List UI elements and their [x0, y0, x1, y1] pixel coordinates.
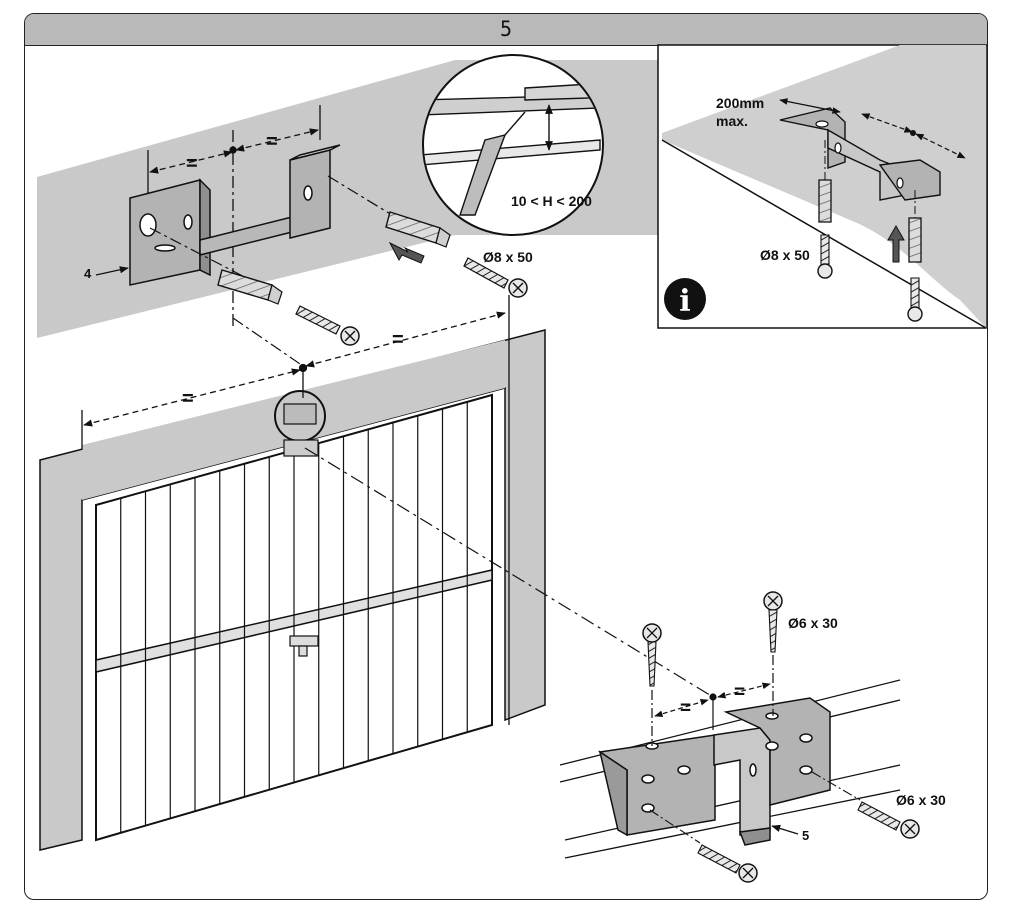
dimension-lines-bracket	[651, 655, 774, 746]
insertion-arrow	[388, 241, 425, 264]
bracket-position-highlight	[274, 390, 326, 457]
door-screw-top-left	[642, 623, 662, 687]
wall-screw-left	[295, 305, 360, 346]
door-screw-side-right	[811, 771, 920, 839]
dimension-lines-top	[147, 105, 321, 330]
door-screw-bottom	[649, 809, 758, 883]
info-icon-glyph: i	[679, 284, 690, 319]
height-detail-magnifier	[422, 54, 604, 236]
wall-bracket	[129, 144, 341, 286]
screw-size-info: Ø8 x 50	[760, 247, 810, 263]
max-distance-line1: 200mm	[716, 95, 764, 111]
part-number-4: 4	[84, 266, 92, 281]
wall-plug-right	[385, 211, 451, 248]
info-inset	[657, 44, 987, 329]
height-range-label: 10 < H < 200	[511, 193, 592, 209]
wall-screw-right	[463, 257, 528, 298]
equal-sign-bracket-right: =	[734, 682, 745, 703]
wall-plug-left	[217, 269, 283, 305]
step-number: 5	[499, 17, 513, 41]
guide-line-door-bracket	[304, 447, 714, 698]
equal-sign-door-right: =	[392, 329, 404, 351]
step-header: 5	[25, 14, 987, 46]
max-distance-line2: max.	[716, 113, 748, 129]
door-bracket	[597, 697, 831, 846]
equal-sign-left: =	[186, 153, 198, 175]
equal-sign-door-left: =	[182, 388, 194, 410]
screw-size-door-top: Ø6 x 30	[788, 615, 838, 631]
dimension-lines-door	[81, 295, 510, 725]
screw-size-door-side: Ø6 x 30	[896, 792, 946, 808]
part-number-5: 5	[802, 828, 809, 843]
equal-sign-right: =	[266, 131, 278, 153]
info-icon: i	[664, 278, 706, 320]
door-screw-top-right	[763, 591, 783, 653]
screw-size-main: Ø8 x 50	[483, 249, 533, 265]
garage-door	[95, 393, 493, 842]
equal-sign-bracket-left: =	[680, 698, 691, 719]
